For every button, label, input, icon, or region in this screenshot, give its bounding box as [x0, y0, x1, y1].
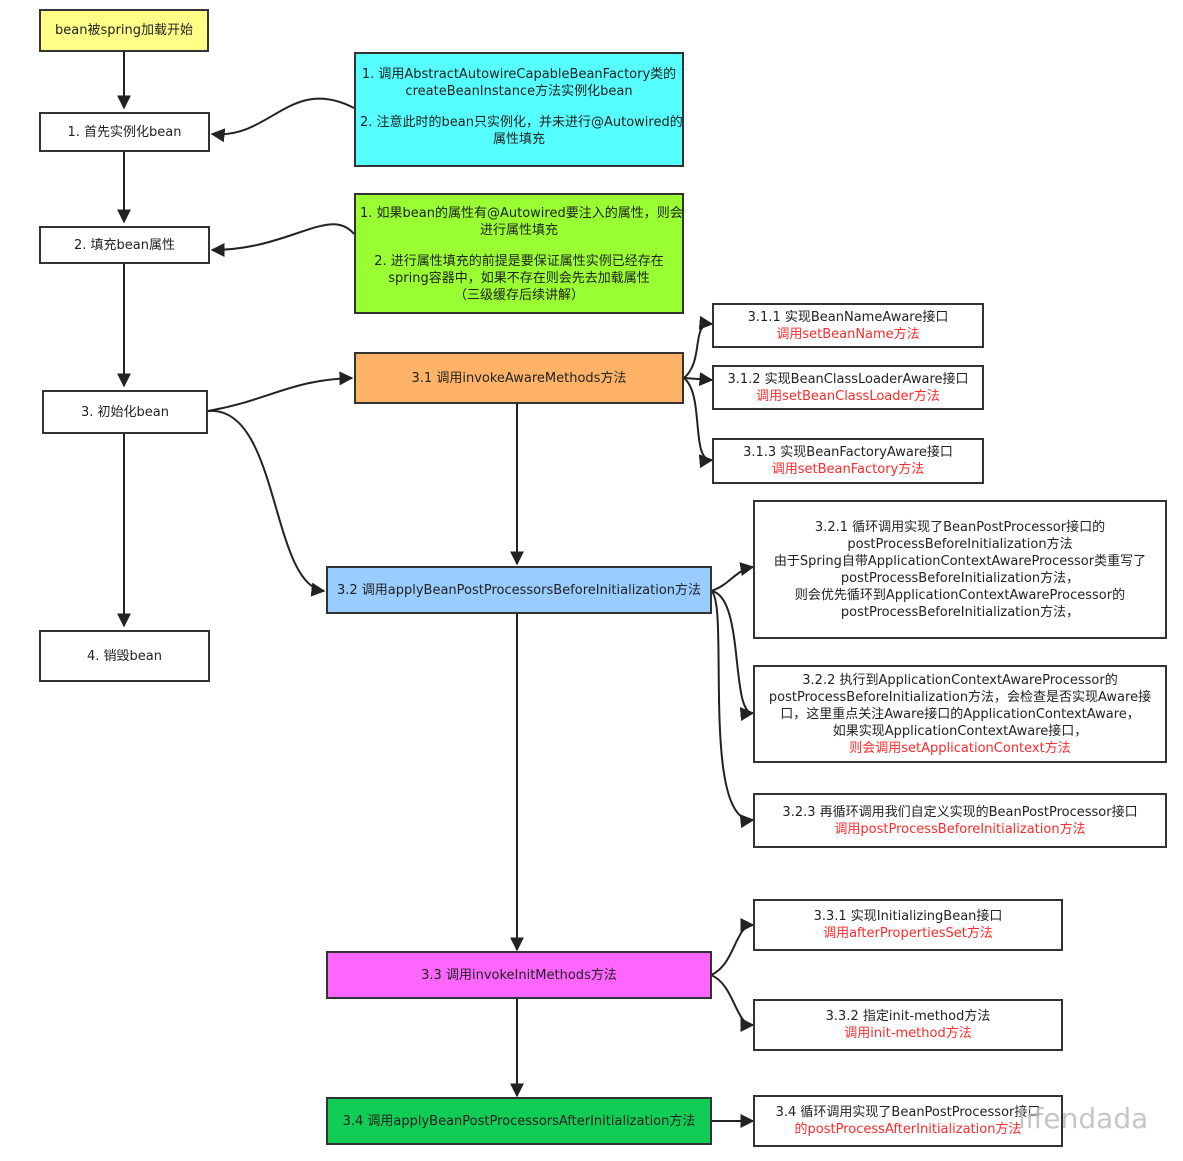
before-d1-line3: 由于Spring自带ApplicationContextAwareProcess… — [773, 553, 1147, 569]
aware-detail-bean-name: 3.1.1 实现BeanNameAware接口 调用setBeanName方法 — [712, 303, 984, 348]
after-detail-call: 的postProcessAfterInitialization方法 — [794, 1122, 1022, 1137]
arrow-note2-to-step2 — [210, 223, 355, 257]
before-d1-line5: 则会优先循环到ApplicationContextAwareProcessor的 — [794, 587, 1126, 603]
init-detail-call: 调用init-method方法 — [844, 1026, 972, 1041]
init-step-aware-methods: 3.1 调用invokeAwareMethods方法 — [354, 352, 684, 404]
arrow-step3-to-before — [207, 409, 326, 597]
before-d1-line4: postProcessBeforeInitialization方法， — [840, 570, 1080, 586]
init-detail-init-method: 3.3.2 指定init-method方法 调用init-method方法 — [753, 999, 1063, 1051]
note-instantiate-p1-line2: createBeanInstance方法实例化bean — [405, 84, 633, 99]
before-d1-line1: 3.2.1 循环调用实现了BeanPostProcessor接口的 — [814, 519, 1106, 535]
note-instantiate-p2-line2: 属性填充 — [492, 132, 545, 147]
aware-detail-title: 3.1.3 实现BeanFactoryAware接口 — [743, 445, 953, 460]
init-step-aware-label: 3.1 调用invokeAwareMethods方法 — [411, 370, 627, 386]
before-d3-line2: 调用postProcessBeforeInitialization方法 — [834, 821, 1086, 837]
before-d3-line1: 3.2.3 再循环调用我们自定义实现的BeanPostProcessor接口 — [782, 804, 1138, 820]
aware-detail-call: 调用setBeanName方法 — [776, 326, 920, 342]
init-detail-title: 3.3.2 指定init-method方法 — [825, 1009, 991, 1024]
start-node-label: bean被spring加载开始 — [55, 23, 193, 38]
note-instantiate-p2-line1: 2. 注意此时的bean只实例化，并未进行@Autowired的 — [360, 115, 683, 130]
aware-detail-bean-factory: 3.1.3 实现BeanFactoryAware接口 调用setBeanFact… — [712, 438, 984, 484]
step-destroy-bean: 4. 销毁bean — [39, 630, 210, 682]
arrow-before-to-3-2-3 — [710, 590, 755, 829]
note-instantiate-p1-line1: 1. 调用AbstractAutowireCapableBeanFactory类… — [361, 67, 677, 82]
note-populate-p1-line1: 1. 如果bean的属性有@Autowired要注入的属性，则会 — [360, 206, 683, 221]
step-populate-bean: 2. 填充bean属性 — [39, 226, 210, 264]
step-populate-label: 2. 填充bean属性 — [74, 237, 175, 253]
init-detail-call: 调用afterPropertiesSet方法 — [823, 926, 993, 941]
before-d1-line6: postProcessBeforeInitialization方法， — [840, 604, 1080, 620]
step-instantiate-bean: 1. 首先实例化bean — [39, 112, 210, 152]
aware-detail-call: 调用setBeanClassLoader方法 — [756, 388, 940, 404]
before-detail-loop-processors: 3.2.1 循环调用实现了BeanPostProcessor接口的 postPr… — [753, 500, 1167, 639]
before-d2-line4: 如果实现ApplicationContextAware接口， — [832, 723, 1088, 739]
before-detail-custom-processor: 3.2.3 再循环调用我们自定义实现的BeanPostProcessor接口 调… — [753, 793, 1167, 848]
before-d1-line2: postProcessBeforeInitialization方法 — [847, 536, 1073, 552]
before-d2-line1: 3.2.2 执行到ApplicationContextAwareProcesso… — [802, 672, 1118, 688]
before-detail-application-context-aware: 3.2.2 执行到ApplicationContextAwareProcesso… — [753, 665, 1167, 763]
arrow-before-to-3-2-1 — [710, 562, 755, 592]
arrow-aware-to-3-1-3 — [683, 377, 714, 469]
init-step-after-initialization: 3.4 调用applyBeanPostProcessorsAfterInitia… — [326, 1097, 712, 1145]
arrow-aware-to-3-1-1 — [683, 315, 714, 379]
note-populate-p2-line2: spring容器中，如果不存在则会先去加载属性 — [388, 271, 650, 286]
step-initialize-bean: 3. 初始化bean — [42, 390, 208, 434]
after-detail-loop-processors: 3.4 循环调用实现了BeanPostProcessor接口 的postProc… — [753, 1095, 1063, 1147]
before-d2-line2: postProcessBeforeInitialization方法，会检查是否实… — [768, 689, 1152, 705]
before-d2-line3: 口，这里重点关注Aware接口的ApplicationContextAware， — [780, 706, 1140, 722]
init-step-before-initialization: 3.2 调用applyBeanPostProcessorsBeforeIniti… — [326, 566, 712, 614]
aware-detail-title: 3.1.2 实现BeanClassLoaderAware接口 — [727, 371, 969, 387]
init-detail-initializing-bean: 3.3.1 实现InitializingBean接口 调用afterProper… — [753, 899, 1063, 951]
before-d2-line5: 则会调用setApplicationContext方法 — [849, 740, 1071, 756]
aware-detail-call: 调用setBeanFactory方法 — [771, 462, 925, 477]
init-detail-title: 3.3.1 实现InitializingBean接口 — [813, 909, 1003, 924]
note-instantiate: 1. 调用AbstractAutowireCapableBeanFactory类… — [354, 52, 684, 167]
init-step-init-label: 3.3 调用invokeInitMethods方法 — [421, 967, 617, 983]
init-step-init-methods: 3.3 调用invokeInitMethods方法 — [326, 951, 712, 999]
arrow-note1-to-step1 — [210, 97, 355, 143]
after-detail-title: 3.4 循环调用实现了BeanPostProcessor接口 — [775, 1105, 1041, 1120]
watermark: lifendada — [1018, 1102, 1149, 1135]
note-populate-p2-line3: （三级缓存后续讲解） — [453, 288, 584, 303]
arrow-init-to-3-3-1 — [710, 918, 755, 976]
start-node: bean被spring加载开始 — [39, 9, 209, 52]
note-populate-p1-line2: 进行属性填充 — [479, 223, 558, 238]
init-step-after-label: 3.4 调用applyBeanPostProcessorsAfterInitia… — [342, 1113, 696, 1129]
note-populate-p2-line1: 2. 进行属性填充的前提是要保证属性实例已经存在 — [374, 254, 664, 269]
arrow-before-to-3-2-2 — [710, 590, 755, 722]
arrow-step3-to-aware — [207, 371, 354, 412]
arrow-init-to-3-3-2 — [710, 974, 755, 1032]
step-instantiate-label: 1. 首先实例化bean — [67, 124, 182, 140]
step-initialize-label: 3. 初始化bean — [81, 404, 169, 420]
arrow-aware-to-3-1-2 — [683, 372, 714, 387]
init-step-before-label: 3.2 调用applyBeanPostProcessorsBeforeIniti… — [336, 582, 702, 598]
aware-detail-bean-class-loader: 3.1.2 实现BeanClassLoaderAware接口 调用setBean… — [712, 365, 984, 410]
step-destroy-label: 4. 销毁bean — [87, 648, 162, 664]
note-populate: 1. 如果bean的属性有@Autowired要注入的属性，则会 进行属性填充 … — [354, 193, 684, 314]
aware-detail-title: 3.1.1 实现BeanNameAware接口 — [747, 309, 949, 325]
